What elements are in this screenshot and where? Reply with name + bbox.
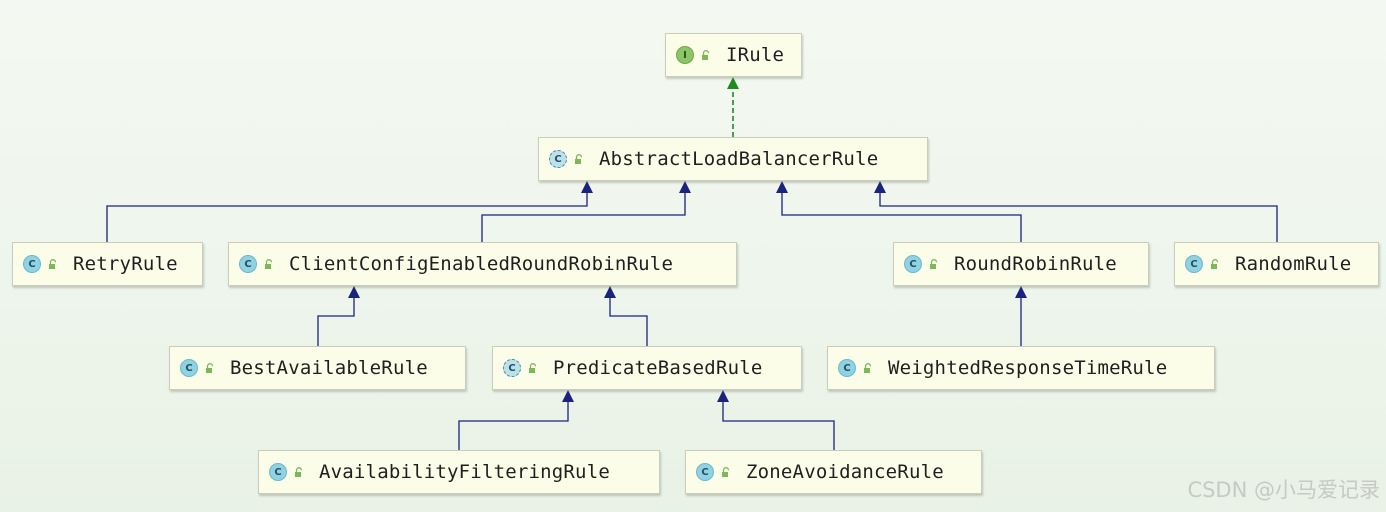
arrowhead-retry_rule (581, 181, 593, 193)
class-icon: C (23, 255, 41, 273)
node-label: AbstractLoadBalancerRule (599, 148, 879, 170)
class-icon: C (838, 359, 856, 377)
node-label: BestAvailableRule (230, 357, 428, 379)
lock-icon (206, 363, 214, 373)
arrowhead-random_rule (874, 181, 886, 193)
interface-icon: I (676, 46, 694, 64)
node-label: IRule (726, 44, 785, 66)
extends-edge-random_rule (879, 190, 1278, 242)
lock-icon (49, 259, 57, 269)
node-label: AvailabilityFilteringRule (319, 461, 610, 483)
node-zone-avoidance-rule[interactable]: C ZoneAvoidanceRule (685, 450, 982, 494)
extends-edge-round_robin_rule (781, 190, 1022, 242)
arrowhead-weighted_response_time_rule (1015, 286, 1027, 298)
lock-icon (702, 50, 710, 60)
node-predicate-based-rule[interactable]: C PredicateBasedRule (492, 346, 802, 390)
abstract-class-icon: C (503, 359, 521, 377)
node-label: RetryRule (73, 253, 178, 275)
node-label: ClientConfigEnabledRoundRobinRule (289, 253, 674, 275)
node-irule[interactable]: I IRule (665, 33, 802, 77)
node-label: PredicateBasedRule (553, 357, 763, 379)
node-client-config-enabled-round-robin-rule[interactable]: C ClientConfigEnabledRoundRobinRule (228, 242, 737, 286)
class-icon: C (904, 255, 922, 273)
node-availability-filtering-rule[interactable]: C AvailabilityFilteringRule (258, 450, 660, 494)
lock-icon (575, 154, 583, 164)
class-icon: C (269, 463, 287, 481)
node-label: WeightedResponseTimeRule (888, 357, 1168, 379)
extends-edge-availability_filtering_rule (458, 399, 569, 450)
node-retry-rule[interactable]: C RetryRule (12, 242, 203, 286)
arrowhead-zone_avoidance_rule (717, 390, 729, 402)
extends-edge-predicate_based_rule (609, 295, 648, 346)
class-icon: C (180, 359, 198, 377)
lock-icon (930, 259, 938, 269)
extends-edge-best_available_rule (317, 295, 355, 346)
node-random-rule[interactable]: C RandomRule (1174, 242, 1379, 286)
node-label: RoundRobinRule (954, 253, 1117, 275)
extends-edge-client_config_rr_rule (481, 190, 686, 242)
node-best-available-rule[interactable]: C BestAvailableRule (169, 346, 466, 390)
arrowhead-round_robin_rule (776, 181, 788, 193)
class-icon: C (239, 255, 257, 273)
arrowhead-best_available_rule (348, 286, 360, 298)
class-icon: C (696, 463, 714, 481)
node-weighted-response-time-rule[interactable]: C WeightedResponseTimeRule (827, 346, 1215, 390)
arrowhead-abstract_lb_rule (727, 77, 739, 89)
extends-edge-retry_rule (106, 190, 588, 242)
node-round-robin-rule[interactable]: C RoundRobinRule (893, 242, 1149, 286)
watermark: CSDN @小马爱记录 (1187, 478, 1380, 502)
lock-icon (722, 467, 730, 477)
lock-icon (295, 467, 303, 477)
arrowhead-availability_filtering_rule (562, 390, 574, 402)
arrowhead-predicate_based_rule (604, 286, 616, 298)
node-abstract-load-balancer-rule[interactable]: C AbstractLoadBalancerRule (538, 137, 928, 181)
abstract-class-icon: C (549, 150, 567, 168)
lock-icon (265, 259, 273, 269)
lock-icon (864, 363, 872, 373)
arrowhead-client_config_rr_rule (679, 181, 691, 193)
lock-icon (529, 363, 537, 373)
node-label: RandomRule (1235, 253, 1352, 275)
class-icon: C (1185, 255, 1203, 273)
extends-edge-zone_avoidance_rule (722, 399, 835, 450)
node-label: ZoneAvoidanceRule (746, 461, 944, 483)
lock-icon (1211, 259, 1219, 269)
